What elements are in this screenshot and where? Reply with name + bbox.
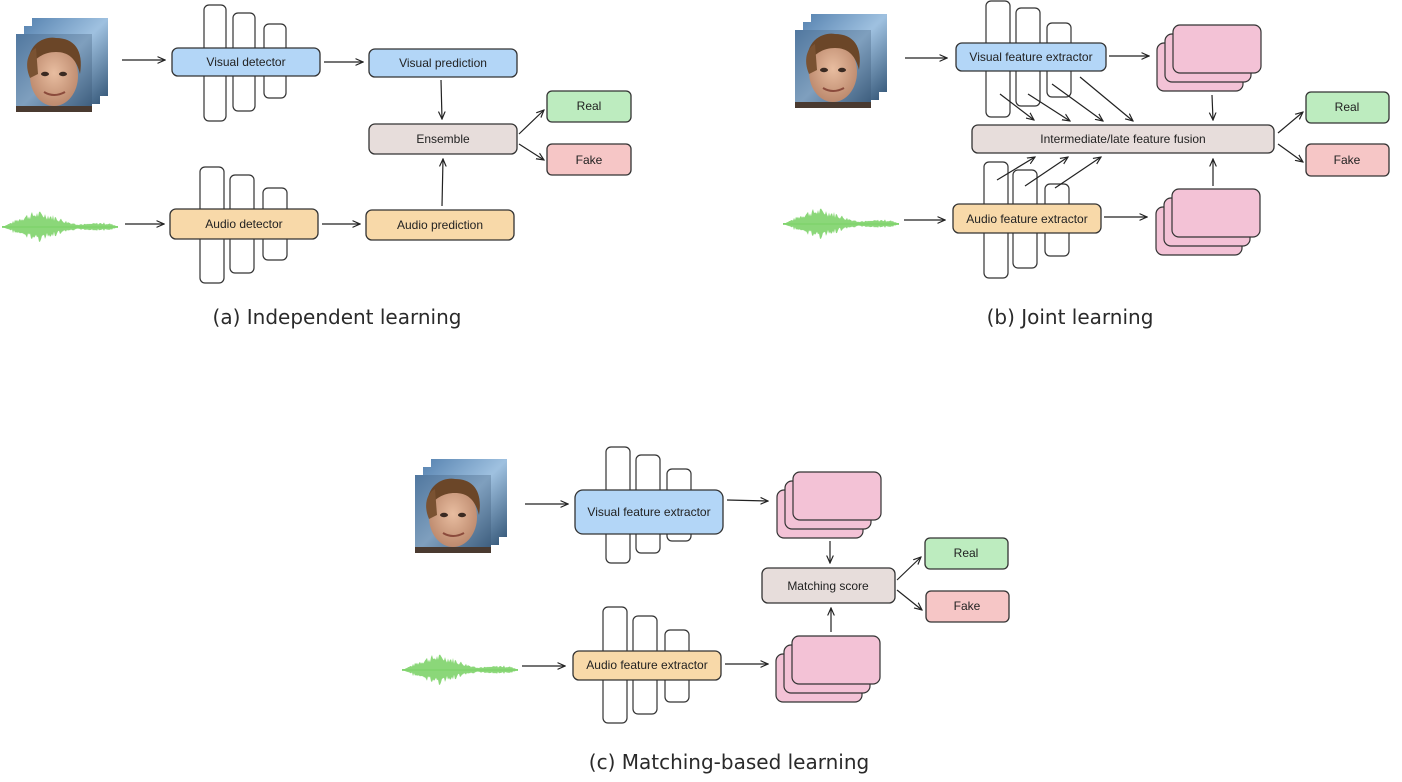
panel-c: Visual feature extractor Matching score … (401, 446, 1010, 774)
audio-waveform-icon (401, 653, 519, 686)
fusion-label: Intermediate/late feature fusion (1040, 132, 1205, 146)
real-label: Real (954, 546, 979, 560)
visual-prediction-box (368, 48, 518, 78)
arrow (999, 93, 1034, 120)
arrow (896, 589, 922, 610)
visual-prediction-label: Visual prediction (399, 56, 487, 70)
fake-label: Fake (954, 599, 981, 613)
arrow (1079, 76, 1133, 121)
visual-extractor-box (574, 489, 724, 535)
audio-extractor-box (572, 650, 722, 681)
real-box (924, 537, 1009, 570)
fake-box (925, 590, 1010, 623)
fake-box (546, 143, 632, 176)
arrow (1051, 83, 1103, 121)
arrow (1212, 94, 1213, 120)
arrow (1027, 93, 1070, 121)
audio-waveform-icon (1, 210, 119, 243)
face-frames-icon (794, 13, 888, 109)
caption-b: (b) Joint learning (987, 305, 1154, 329)
visual-extractor-box (955, 42, 1107, 72)
arrow (1054, 157, 1101, 189)
real-box (546, 90, 632, 123)
audio-extractor-label: Audio feature extractor (966, 212, 1087, 226)
panel-b: Visual feature extractor Intermediate/la… (782, 0, 1390, 329)
arrow (441, 79, 442, 119)
audio-detector-box (169, 208, 319, 240)
face-frames-icon (15, 17, 109, 113)
audio-extractor-label: Audio feature extractor (586, 658, 707, 672)
visual-extractor-label: Visual feature extractor (969, 50, 1092, 64)
audio-prediction-label: Audio prediction (397, 218, 483, 232)
audio-detector-label: Audio detector (205, 217, 282, 231)
visual-detector-box (171, 47, 321, 77)
real-label: Real (1335, 100, 1360, 114)
arrow (442, 159, 443, 207)
fusion-box (971, 124, 1275, 154)
arrow (1277, 112, 1303, 134)
caption-a: (a) Independent learning (213, 305, 462, 329)
visual-feature-maps (776, 471, 882, 539)
visual-extractor-label: Visual feature extractor (587, 505, 710, 519)
face-frames-icon (414, 458, 508, 554)
arrow (996, 157, 1035, 181)
caption-c: (c) Matching-based learning (589, 750, 869, 774)
arrow (896, 557, 921, 581)
visual-detector-label: Visual detector (206, 55, 285, 69)
ensemble-label: Ensemble (416, 132, 470, 146)
audio-feature-maps (775, 635, 881, 703)
fake-label: Fake (576, 153, 603, 167)
arrow (518, 143, 544, 160)
fake-box (1305, 143, 1390, 177)
audio-waveform-icon (782, 207, 900, 240)
arrow (726, 500, 768, 501)
audio-extractor-box (952, 203, 1102, 234)
panel-a: Visual detector Visual prediction Ensemb… (1, 4, 632, 329)
ensemble-box (368, 123, 518, 155)
matching-label: Matching score (787, 579, 869, 593)
fake-label: Fake (1334, 153, 1361, 167)
visual-feature-maps (1156, 24, 1262, 92)
audio-feature-maps (1155, 188, 1261, 256)
arrow (1277, 143, 1303, 162)
matching-box (761, 567, 896, 604)
real-box (1305, 91, 1390, 124)
audio-prediction-box (365, 209, 515, 241)
arrow (518, 110, 544, 135)
real-label: Real (577, 99, 602, 113)
arrow (1024, 157, 1068, 187)
